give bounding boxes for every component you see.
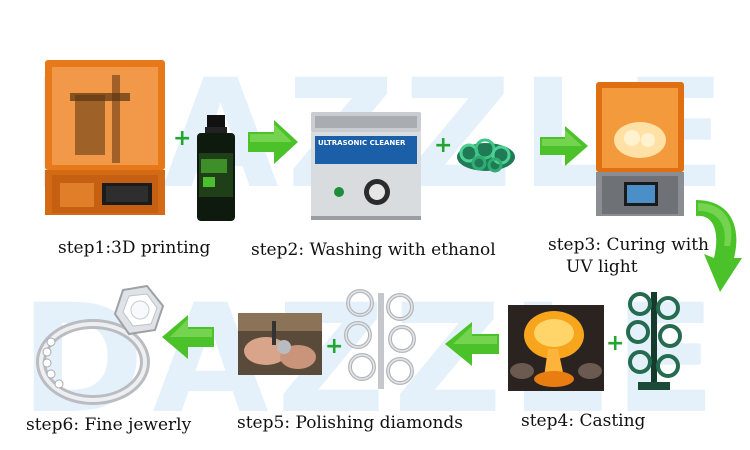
step1-label: step1:3D printing	[58, 238, 211, 258]
resin-bottle-image	[195, 115, 237, 223]
plus-sign: +	[325, 334, 344, 359]
plus-sign: +	[434, 133, 453, 158]
plus-sign: +	[606, 331, 625, 356]
ultrasonic-cleaner-image	[307, 108, 425, 223]
step3-label-line1: step3: Curing with	[548, 235, 709, 255]
resin-model-image	[455, 135, 517, 173]
casting-photo	[508, 305, 604, 391]
step6-label: step6: Fine jewerly	[26, 415, 192, 435]
arrow-left-icon	[445, 322, 499, 366]
step4-label: step4: Casting	[521, 411, 646, 431]
casting-tree-image	[340, 283, 422, 393]
plus-sign: +	[173, 126, 192, 151]
arrow-right-icon	[540, 126, 588, 166]
step2-label: step2: Washing with ethanol	[251, 240, 496, 260]
curved-arrow-down-icon	[690, 196, 746, 296]
step3-label-line2: UV light	[566, 257, 638, 277]
arrow-left-icon	[162, 315, 214, 359]
polishing-photo	[238, 313, 322, 375]
printer-image	[40, 55, 170, 220]
ring-image	[25, 278, 175, 410]
cleaner-brand-text: ULTRASONIC CLEANER	[318, 139, 406, 147]
resin-tree-image	[624, 286, 684, 392]
step5-label: step5: Polishing diamonds	[237, 413, 464, 433]
arrow-right-icon	[248, 120, 298, 164]
uv-curing-box-image	[594, 80, 686, 218]
